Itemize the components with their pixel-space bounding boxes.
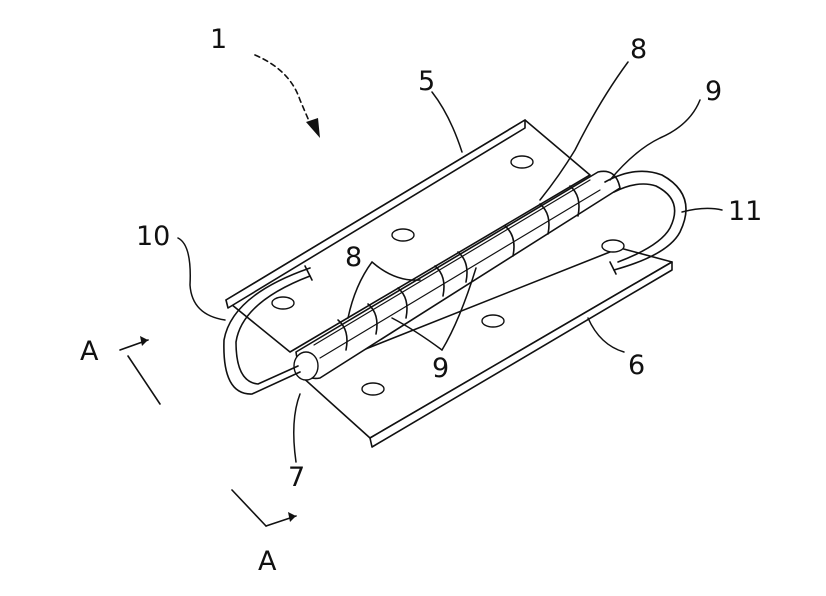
right-wire-loop [604,170,687,275]
leader-8-mid-b [347,261,373,319]
lower-leaf [299,247,673,448]
leader-5 [431,91,463,153]
screw-hole [361,382,385,396]
screw-hole [510,155,534,169]
label-section-lower: A [258,546,277,577]
leader-9-top [609,99,701,181]
leader-11 [681,207,723,213]
label-knuckle-top: 8 [630,34,647,65]
label-leaf-lower: 6 [628,350,645,381]
label-sleeve-top: 9 [705,76,722,107]
label-sleeve-mid: 9 [432,353,449,384]
label-hinge: 1 [210,24,227,55]
leader-1 [254,54,320,138]
screw-hole [391,228,415,242]
leader-8-mid [371,261,421,281]
left-wire-loop [223,265,313,395]
leader-8-top [539,61,629,201]
label-section-upper: A [80,336,99,367]
hinge-barrel [293,170,621,381]
leader-6 [587,317,625,353]
label-knuckle-mid: 8 [345,242,362,273]
upper-leaf [225,119,625,353]
section-line-a [119,336,297,527]
label-loop-left: 10 [136,221,170,252]
screw-hole [481,314,505,328]
screw-hole [601,239,625,253]
pin-end-cap [293,351,319,381]
label-pin-end: 7 [288,462,305,493]
label-loop-right: 11 [728,196,762,227]
label-leaf-upper: 5 [418,66,435,97]
leader-9-mid-b [391,317,443,351]
leader-10 [177,237,226,321]
leader-7 [293,393,301,463]
leader-9-mid [441,267,477,351]
screw-hole [271,296,295,310]
